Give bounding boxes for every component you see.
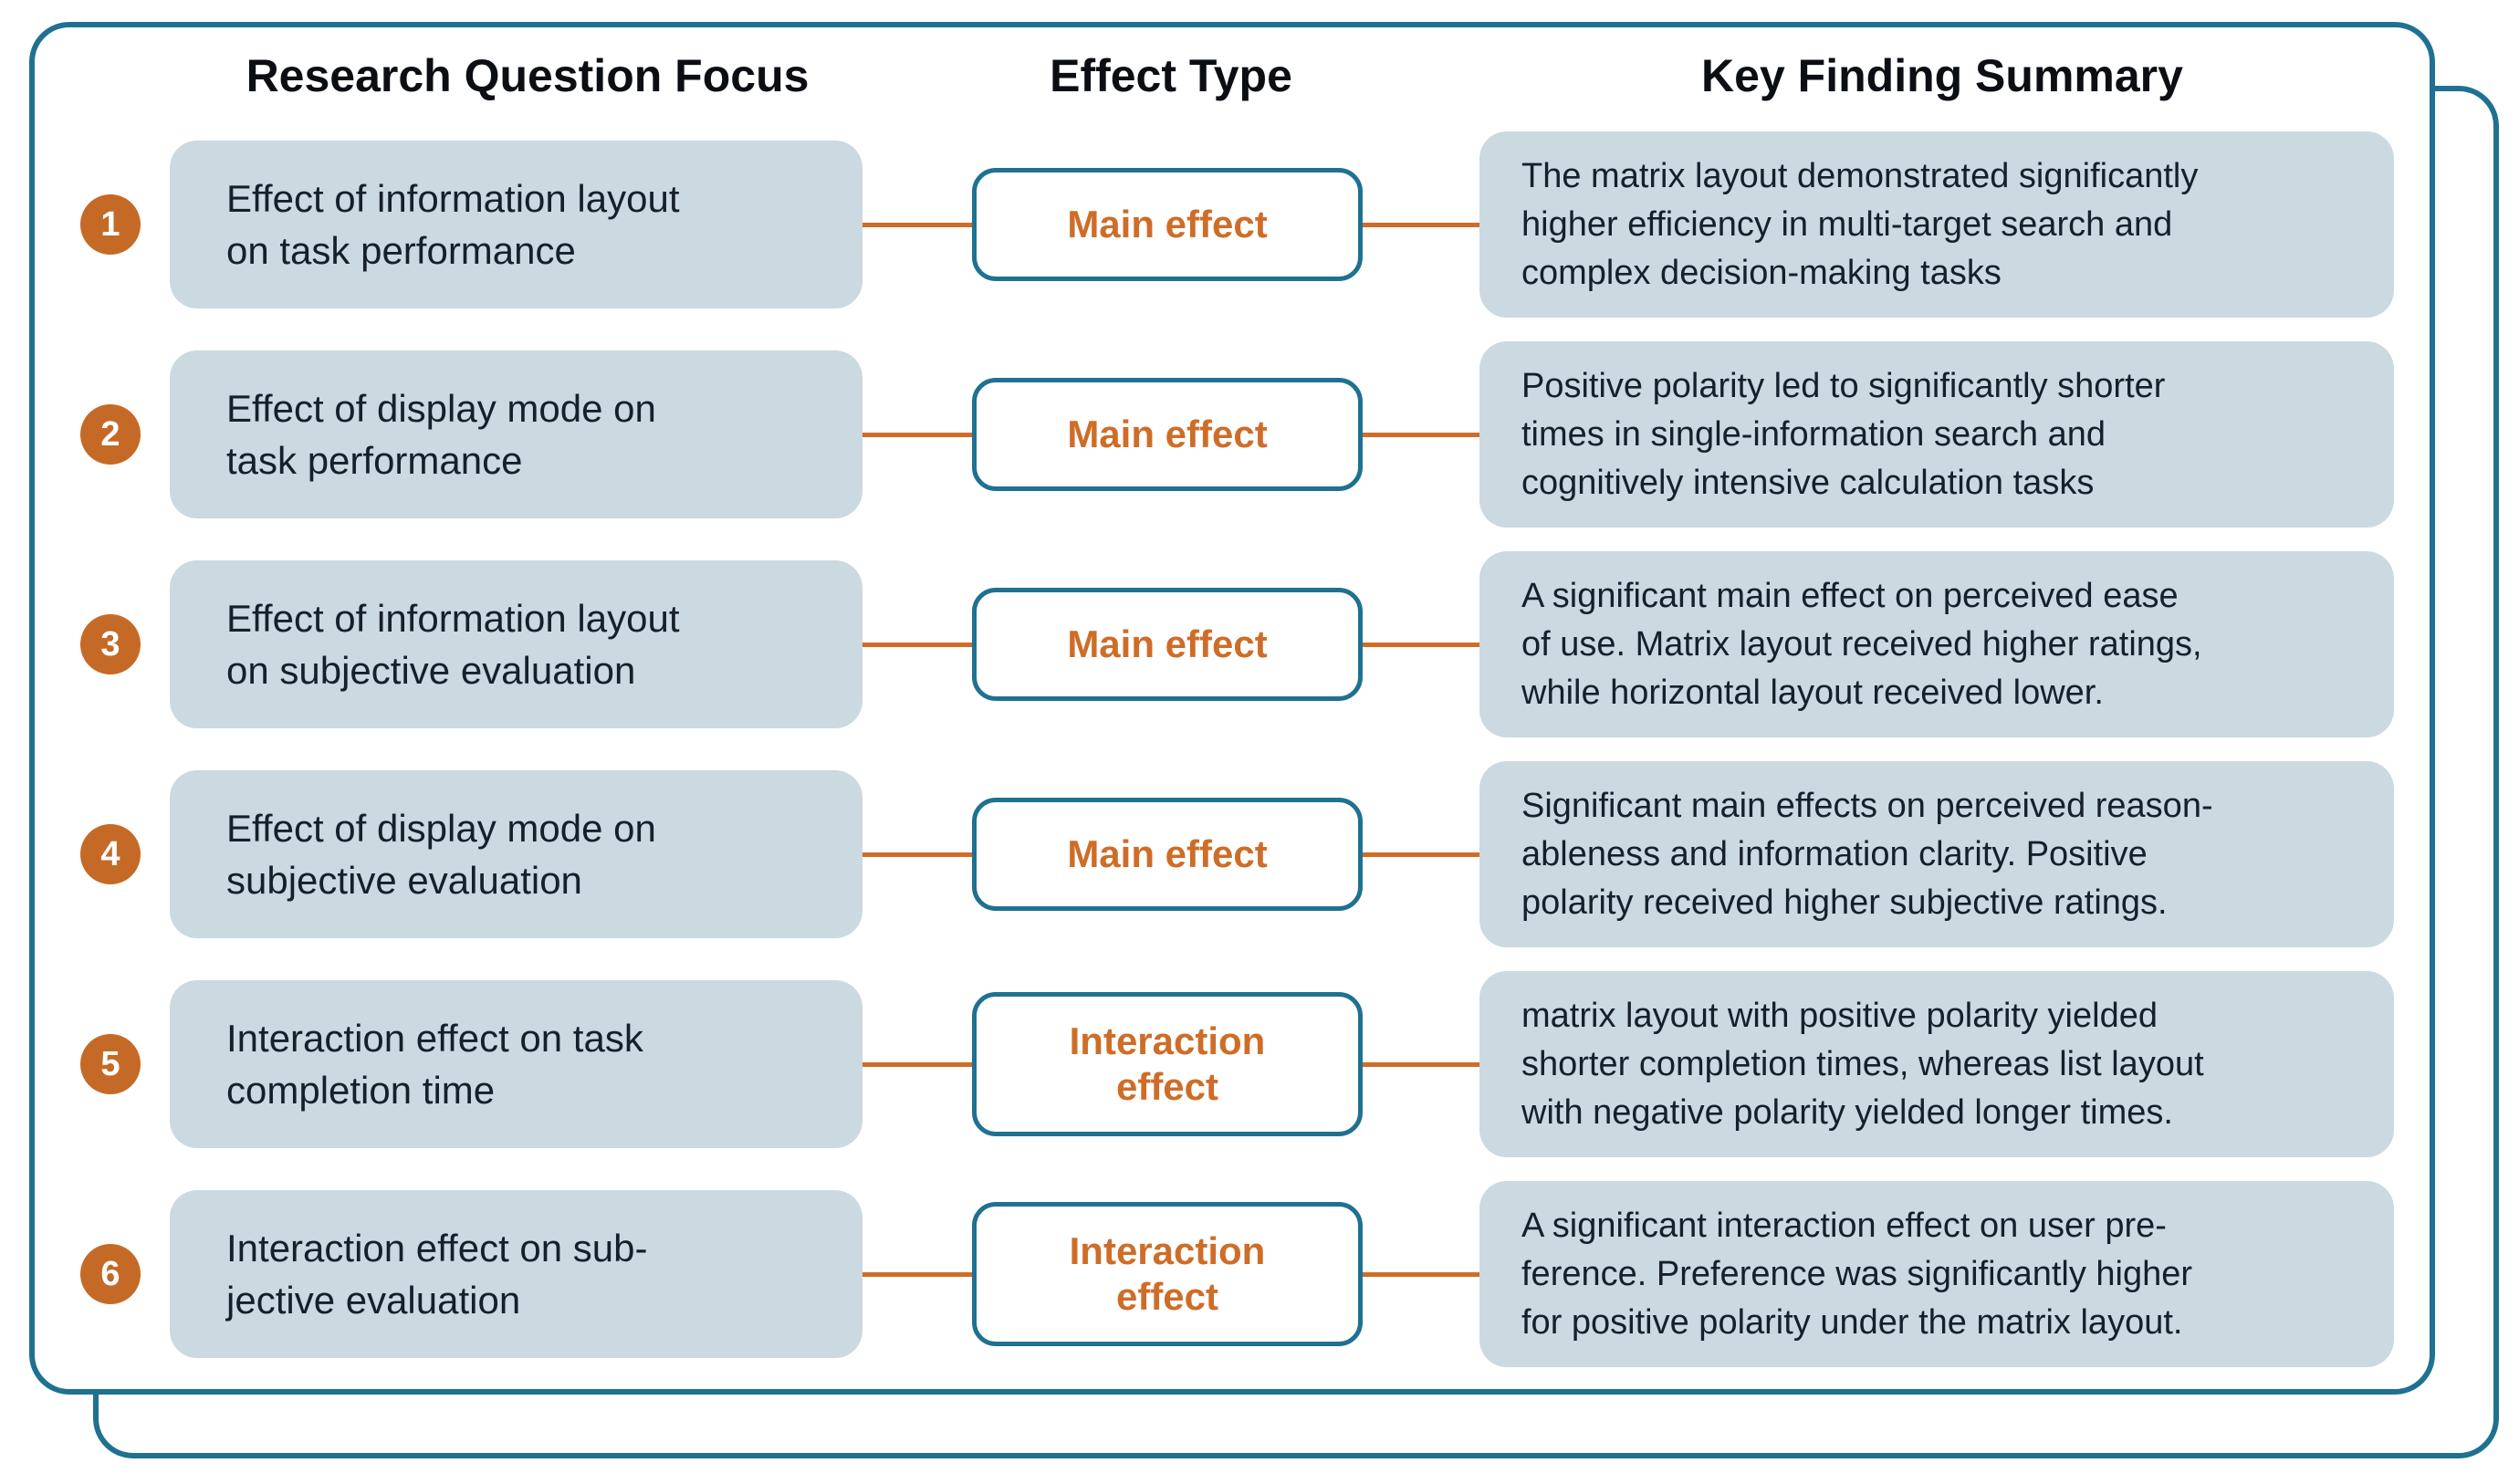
- connector-line: [862, 1271, 972, 1277]
- connector-line: [1363, 1271, 1479, 1277]
- summary-box: A significant interaction effect on user…: [1479, 1181, 2394, 1367]
- row-number-badge: 3: [80, 614, 141, 674]
- connector-line: [1363, 222, 1479, 227]
- connector-line: [862, 852, 972, 857]
- question-box: Interaction effect on sub- jective evalu…: [170, 1190, 862, 1358]
- table-row-1: 1 Effect of information layout on task p…: [35, 129, 2430, 320]
- column-header-effect-type: Effect Type: [1050, 50, 1292, 101]
- summary-box: Positive polarity led to significantly s…: [1479, 341, 2394, 528]
- effect-type-box: Main effect: [972, 588, 1363, 701]
- connector-line: [862, 642, 972, 647]
- row-number-badge: 5: [80, 1034, 141, 1094]
- connector-line: [1363, 642, 1479, 647]
- row-number-badge: 4: [80, 824, 141, 884]
- table-row-4: 4 Effect of display mode on subjective e…: [35, 758, 2430, 950]
- connector-line: [1363, 1061, 1479, 1067]
- question-box: Effect of information layout on task per…: [170, 141, 862, 308]
- question-box: Effect of display mode on task performan…: [170, 350, 862, 518]
- effect-type-box: Main effect: [972, 798, 1363, 911]
- column-header-research-question-focus: Research Question Focus: [246, 50, 810, 101]
- effect-type-box: Interaction effect: [972, 1202, 1363, 1346]
- main-card: Research Question Focus Effect Type Key …: [29, 22, 2435, 1395]
- row-number-badge: 1: [80, 194, 141, 255]
- column-header-key-finding-summary: Key Finding Summary: [1701, 50, 2183, 101]
- connector-line: [862, 222, 972, 227]
- question-box: Effect of information layout on subjecti…: [170, 560, 862, 728]
- question-box: Effect of display mode on subjective eva…: [170, 770, 862, 938]
- table-row-3: 3 Effect of information layout on subjec…: [35, 549, 2430, 740]
- connector-line: [1363, 432, 1479, 437]
- connector-line: [862, 432, 972, 437]
- row-number-badge: 2: [80, 404, 141, 465]
- summary-box: Significant main effects on perceived re…: [1479, 761, 2394, 947]
- row-number-badge: 6: [80, 1244, 141, 1304]
- effect-type-box: Main effect: [972, 168, 1363, 281]
- question-box: Interaction effect on task completion ti…: [170, 980, 862, 1148]
- summary-box: A significant main effect on perceived e…: [1479, 551, 2394, 737]
- table-row-6: 6 Interaction effect on sub- jective eva…: [35, 1178, 2430, 1370]
- connector-line: [862, 1061, 972, 1067]
- effect-type-box: Main effect: [972, 378, 1363, 491]
- summary-box: The matrix layout demonstrated significa…: [1479, 131, 2394, 318]
- summary-box: matrix layout with positive polarity yie…: [1479, 971, 2394, 1157]
- effect-type-box: Interaction effect: [972, 992, 1363, 1136]
- table-row-2: 2 Effect of display mode on task perform…: [35, 339, 2430, 530]
- table-row-5: 5 Interaction effect on task completion …: [35, 968, 2430, 1160]
- connector-line: [1363, 852, 1479, 857]
